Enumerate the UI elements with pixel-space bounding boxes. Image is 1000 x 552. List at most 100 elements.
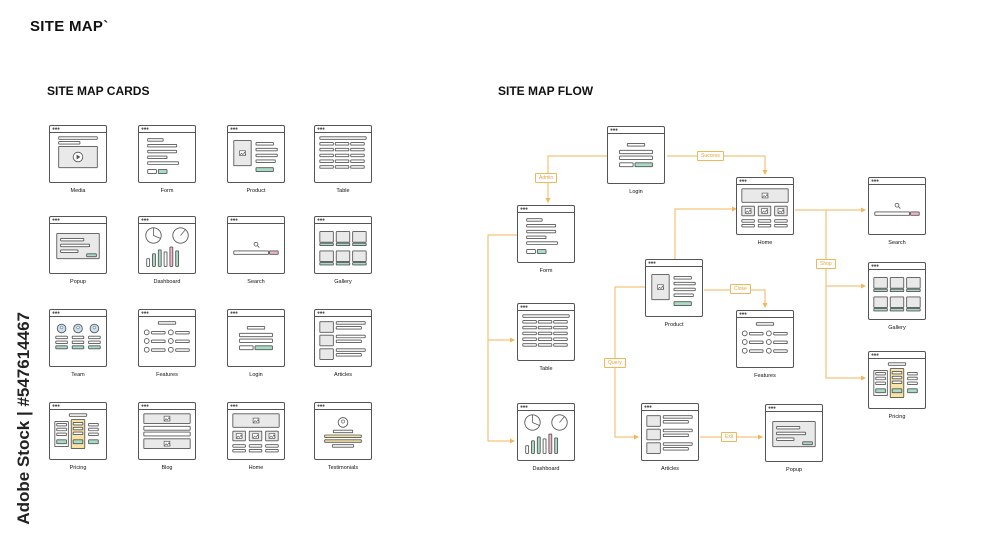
window-titlebar [608, 127, 664, 134]
window-titlebar [139, 217, 195, 224]
window-titlebar [315, 403, 371, 410]
edge-label-shop: Shop [816, 259, 836, 269]
features-wireframe-icon [143, 321, 190, 353]
edge-label-admin: Admin [535, 173, 558, 183]
dashboard-wireframe-icon [524, 414, 568, 454]
sitemap-home-label: Home [248, 465, 264, 471]
sitemap-gallery-card: ●●● [314, 216, 372, 274]
pricing-wireframe-icon [873, 362, 918, 398]
flow-login-card: ●●● [607, 126, 665, 184]
sitemap-media-label: Media [70, 188, 86, 194]
sitemap-articles-card: ●●● [314, 309, 372, 367]
window-dots-icon: ●●● [141, 403, 149, 409]
flow-pricing-label: Pricing [888, 414, 906, 420]
popup-wireframe-icon [56, 233, 100, 260]
sitemap-product-card: ●●● [227, 125, 285, 183]
sitemap-gallery-label: Gallery [334, 279, 352, 285]
edge-label-query: Query [604, 358, 626, 368]
sitemap-search-card: ●●● [227, 216, 285, 274]
window-dots-icon: ●●● [317, 217, 325, 223]
gallery-wireframe-icon [319, 231, 367, 266]
window-titlebar [646, 260, 702, 267]
window-dots-icon: ●●● [520, 304, 528, 310]
flow-table-label: Table [539, 366, 553, 372]
flow-popup-label: Popup [786, 467, 802, 473]
sitemap-features-label: Features [156, 372, 178, 378]
flow-search-label: Search [888, 240, 906, 246]
flow-gallery-label: Gallery [888, 325, 906, 331]
flow-dashboard-card: ●●● [517, 403, 575, 461]
pricing-wireframe-icon [54, 413, 99, 449]
window-dots-icon: ●●● [141, 217, 149, 223]
sitemap-dashboard-card: ●●● [138, 216, 196, 274]
window-dots-icon: ●●● [610, 127, 618, 133]
window-titlebar [228, 310, 284, 317]
sitemap-popup-label: Popup [70, 279, 86, 285]
edge-label-exit: Exit [721, 432, 738, 442]
table-wireframe-icon [319, 136, 367, 169]
flow-table-card: ●●● [517, 303, 575, 361]
product-wireframe-icon [651, 274, 696, 306]
flow-features-card: ●●● [736, 310, 794, 368]
sitemap-home-card: ●●● [227, 402, 285, 460]
window-dots-icon: ●●● [648, 260, 656, 266]
window-titlebar [50, 403, 106, 410]
window-titlebar [737, 178, 793, 185]
sitemap-dashboard-label: Dashboard [153, 279, 181, 285]
gallery-wireframe-icon [873, 277, 921, 312]
blog-wireframe-icon [143, 413, 191, 449]
flow-section-title: SITE MAP FLOW [498, 84, 594, 98]
window-dots-icon: ●●● [768, 405, 776, 411]
team-wireframe-icon [55, 323, 101, 350]
window-dots-icon: ●●● [230, 126, 238, 132]
window-titlebar [139, 310, 195, 317]
home-wireframe-icon [741, 188, 789, 228]
window-titlebar [518, 404, 574, 411]
sitemap-pricing-label: Pricing [69, 465, 87, 471]
window-titlebar [315, 310, 371, 317]
window-titlebar [869, 352, 925, 359]
window-titlebar [50, 126, 106, 133]
window-dots-icon: ●●● [317, 403, 325, 409]
flow-connector-line [487, 234, 517, 444]
window-titlebar [518, 304, 574, 311]
window-dots-icon: ●●● [871, 263, 879, 269]
window-dots-icon: ●●● [52, 217, 60, 223]
product-wireframe-icon [233, 140, 278, 172]
flow-connector-line [674, 206, 737, 259]
sitemap-articles-label: Articles [333, 372, 353, 378]
flow-features-label: Features [754, 373, 776, 379]
window-titlebar [50, 217, 106, 224]
window-dots-icon: ●●● [871, 178, 879, 184]
sitemap-team-card: ●●● [49, 309, 107, 367]
home-wireframe-icon [232, 413, 280, 453]
window-dots-icon: ●●● [52, 403, 60, 409]
search-wireframe-icon [233, 241, 279, 255]
page-title: SITE MAP` [30, 18, 109, 35]
sitemap-search-label: Search [247, 279, 265, 285]
window-titlebar [642, 404, 698, 411]
sitemap-product-label: Product [246, 188, 266, 194]
features-wireframe-icon [741, 322, 788, 354]
window-dots-icon: ●●● [871, 352, 879, 358]
form-wireframe-icon [526, 218, 559, 254]
login-wireframe-icon [619, 143, 653, 168]
flow-popup-card: ●●● [765, 404, 823, 462]
window-titlebar [315, 217, 371, 224]
flow-search-card: ●●● [868, 177, 926, 235]
flow-connector-line [825, 210, 866, 381]
window-dots-icon: ●●● [230, 403, 238, 409]
flow-form-label: Form [539, 268, 553, 274]
window-titlebar [315, 126, 371, 133]
window-titlebar [139, 126, 195, 133]
flow-login-label: Login [629, 189, 643, 195]
table-wireframe-icon [522, 314, 570, 347]
window-titlebar [50, 310, 106, 317]
sitemap-team-label: Team [71, 372, 85, 378]
window-dots-icon: ●●● [317, 126, 325, 132]
flow-form-card: ●●● [517, 205, 575, 263]
sitemap-form-card: ●●● [138, 125, 196, 183]
window-dots-icon: ●●● [317, 310, 325, 316]
flow-pricing-card: ●●● [868, 351, 926, 409]
flow-connector-line [704, 289, 768, 308]
